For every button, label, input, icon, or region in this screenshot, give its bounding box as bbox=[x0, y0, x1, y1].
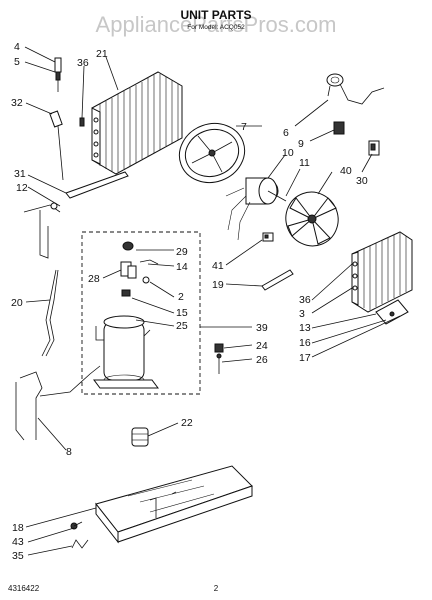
callout-39: 39 bbox=[256, 322, 268, 334]
bracket-part bbox=[262, 232, 274, 242]
compressor-part bbox=[93, 315, 159, 389]
callout-19: 19 bbox=[212, 279, 224, 291]
clip-part-upper bbox=[79, 117, 85, 127]
callout-40: 40 bbox=[340, 165, 352, 177]
isolator-part bbox=[131, 427, 149, 447]
nut-part bbox=[214, 343, 224, 353]
clip-part-lower bbox=[71, 539, 89, 549]
callout-3: 3 bbox=[299, 308, 305, 320]
callout-16: 16 bbox=[299, 337, 311, 349]
callout-6: 6 bbox=[283, 127, 289, 139]
compressor-assembly-box bbox=[81, 231, 201, 395]
watermark: AppliancePartsPros.com bbox=[96, 12, 337, 37]
callout-36-upper: 36 bbox=[77, 57, 89, 69]
callout-26: 26 bbox=[256, 354, 268, 366]
callout-10: 10 bbox=[282, 147, 294, 159]
capacitor-clip-part bbox=[368, 140, 380, 156]
evaporator-coil-part bbox=[91, 71, 183, 175]
callout-8: 8 bbox=[66, 446, 72, 458]
callout-5: 5 bbox=[14, 56, 20, 68]
callout-31: 31 bbox=[14, 168, 26, 180]
callout-43: 43 bbox=[12, 536, 24, 548]
callout-28: 28 bbox=[88, 273, 100, 285]
callout-29: 29 bbox=[176, 246, 188, 258]
wire-harness-part bbox=[41, 269, 59, 357]
callout-41: 41 bbox=[212, 260, 224, 272]
diagram-subtitle: For Model: ACQ052 bbox=[187, 24, 245, 31]
discharge-tube-part bbox=[15, 365, 101, 441]
callout-24: 24 bbox=[256, 340, 268, 352]
part-number: 4316422 bbox=[8, 584, 40, 593]
grommet-part bbox=[120, 241, 159, 297]
callout-15: 15 bbox=[176, 307, 188, 319]
mounting-bracket-part bbox=[375, 299, 409, 325]
diagram-title: UNIT PARTS bbox=[180, 8, 251, 22]
blower-wheel-part bbox=[178, 123, 246, 183]
callout-12: 12 bbox=[16, 182, 28, 194]
callout-7: 7 bbox=[241, 121, 247, 133]
switch-part bbox=[333, 121, 345, 135]
callout-18: 18 bbox=[12, 522, 24, 534]
callout-35: 35 bbox=[12, 550, 24, 562]
callout-11: 11 bbox=[299, 157, 310, 169]
bolt-part bbox=[216, 353, 222, 374]
fan-motor-part bbox=[225, 177, 287, 241]
callout-2: 2 bbox=[178, 291, 184, 303]
callout-9: 9 bbox=[298, 138, 304, 150]
callout-36-lower: 36 bbox=[299, 294, 311, 306]
heater-element-part bbox=[326, 73, 385, 105]
tube-loop-part bbox=[23, 202, 61, 259]
callout-13: 13 bbox=[299, 322, 311, 334]
page-number: 2 bbox=[214, 584, 219, 593]
condenser-fan-part bbox=[285, 191, 339, 247]
callout-22: 22 bbox=[181, 417, 193, 429]
service-valve-part bbox=[54, 57, 62, 92]
capillary-part bbox=[49, 110, 64, 181]
callout-labels: 4 5 36 21 32 7 6 9 10 11 40 30 31 12 29 … bbox=[11, 41, 368, 562]
drain-tube-part bbox=[65, 171, 129, 199]
callout-4: 4 bbox=[14, 41, 20, 53]
callout-21: 21 bbox=[96, 48, 108, 60]
callout-20: 20 bbox=[11, 297, 23, 309]
callout-17: 17 bbox=[299, 352, 311, 364]
leader-lines bbox=[24, 46, 401, 556]
callout-30: 30 bbox=[356, 175, 368, 187]
condenser-coil-part bbox=[351, 231, 413, 313]
screw-part bbox=[70, 521, 83, 530]
base-pan-part bbox=[95, 465, 253, 544]
callout-25: 25 bbox=[176, 320, 188, 332]
callout-14: 14 bbox=[176, 261, 188, 273]
callout-32: 32 bbox=[11, 97, 23, 109]
terminal-part bbox=[261, 269, 294, 291]
